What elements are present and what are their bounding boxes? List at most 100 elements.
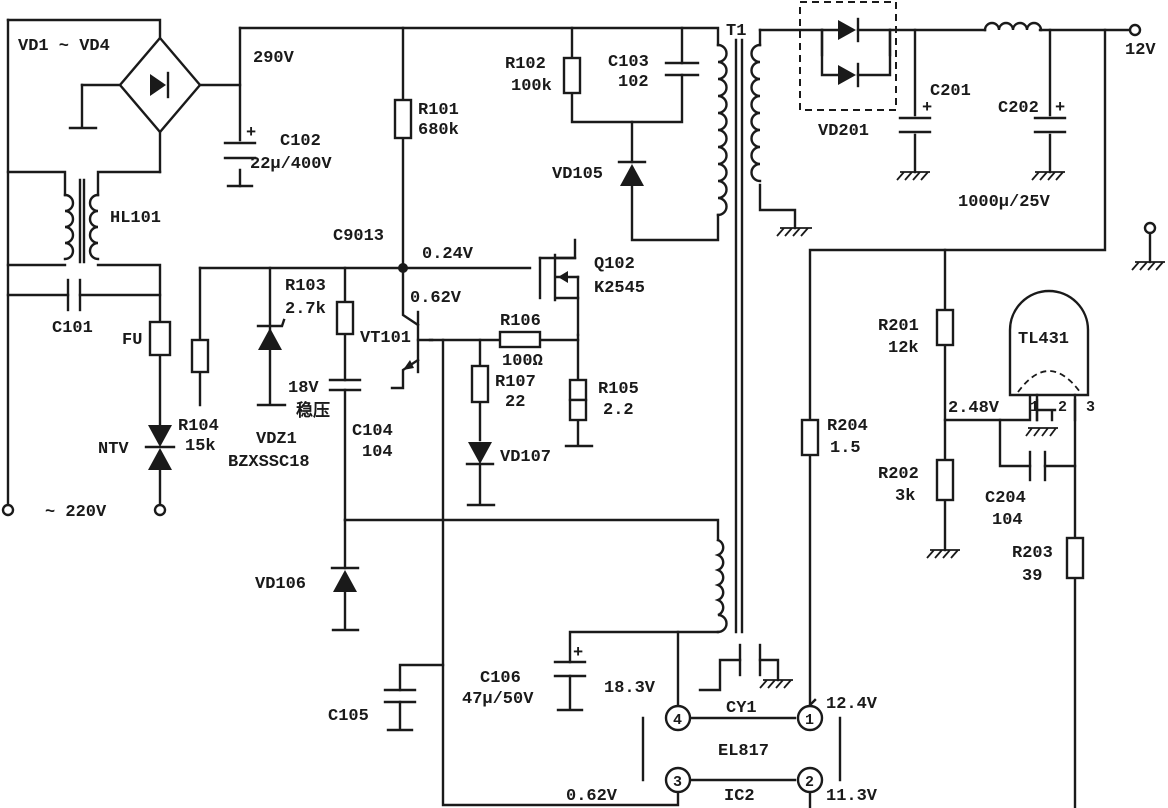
label-t1: T1 (726, 22, 746, 41)
label-pin3: 3 (673, 774, 682, 791)
label-c202: C202 (998, 99, 1039, 118)
diode-vd107 (465, 442, 495, 466)
label-r107: R107 (495, 373, 536, 392)
label-tl-pin1: 1 (1030, 399, 1039, 416)
label-c201-c202-val: 1000μ/25V (958, 193, 1051, 212)
label-ntv: NTV (98, 440, 129, 459)
transformer-aux-winding (714, 538, 728, 634)
ground-symbols (759, 171, 1165, 689)
label-c106: C106 (480, 669, 521, 688)
label-c9013: C9013 (333, 227, 384, 246)
label-vd106: VD106 (255, 575, 306, 594)
q102-arrow (558, 271, 568, 283)
label-tl-pin2: 2 (1058, 399, 1067, 416)
label-c103-val: 102 (618, 73, 649, 92)
label-c204: C204 (985, 489, 1026, 508)
label-q102-part: K2545 (594, 279, 645, 298)
label-c201: C201 (930, 82, 971, 101)
label-r106: R106 (500, 312, 541, 331)
diode-vd105 (617, 160, 647, 186)
label-hl101: HL101 (110, 209, 161, 228)
label-r107-val: 22 (505, 393, 525, 412)
label-r203: R203 (1012, 544, 1053, 563)
label-c104: C104 (352, 422, 393, 441)
label-r103-val: 2.7k (285, 300, 326, 319)
junction-dot (398, 263, 408, 273)
capacitor-c105 (383, 688, 417, 704)
bridge-rectifier (118, 36, 202, 134)
resistor-r104 (190, 338, 210, 374)
label-c103: C103 (608, 53, 649, 72)
capacitor-c204 (1028, 450, 1047, 482)
label-cy1: CY1 (726, 699, 757, 718)
label-ic2: IC2 (724, 787, 755, 806)
label-pin4: 4 (673, 712, 682, 729)
label-vd1-vd4: VD1 ~ VD4 (18, 37, 110, 56)
optocoupler-el817 (664, 704, 824, 794)
capacitor-c202 (1033, 116, 1067, 134)
label-r101-val: 680k (418, 121, 459, 140)
capacitor-c102 (223, 141, 257, 160)
terminals (1, 23, 1157, 517)
output-inductor (983, 21, 1043, 32)
diode-vd106 (330, 566, 360, 592)
resistor-r202 (935, 458, 955, 502)
label-0-62v-pin3: 0.62V (566, 787, 618, 806)
label-r204-val: 1.5 (830, 439, 861, 458)
transformer-secondary-winding (750, 43, 762, 183)
label-r203-val: 39 (1022, 567, 1042, 586)
label-el817: EL817 (718, 742, 769, 761)
label-r103: R103 (285, 277, 326, 296)
label-c201-plus: + (922, 99, 932, 118)
label-output-12v: 12V (1125, 41, 1156, 60)
label-c104-val: 104 (362, 443, 393, 462)
label-0-24v: 0.24V (422, 245, 474, 264)
label-r201-val: 12k (888, 339, 919, 358)
capacitor-c103 (664, 61, 700, 77)
label-2-48v: 2.48V (948, 399, 1000, 418)
capacitor-cy1 (738, 643, 762, 677)
label-12-4v: 12.4V (826, 695, 878, 714)
label-0-62v-base: 0.62V (410, 289, 462, 308)
label-vd201: VD201 (818, 122, 869, 141)
label-220v: ~ 220V (45, 503, 107, 522)
label-pin2: 2 (805, 774, 814, 791)
label-c204-val: 104 (992, 511, 1023, 530)
label-c102-val: 22μ/400V (250, 155, 332, 174)
transformer-core (734, 38, 744, 634)
label-vdz1-part: BZXSSC18 (228, 453, 310, 472)
capacitor-c104 (328, 378, 362, 392)
label-zener-note: 稳压 (296, 400, 330, 422)
label-r204: R204 (827, 417, 868, 436)
common-mode-choke (6, 170, 162, 264)
resistor-r106 (498, 330, 542, 349)
fuse (148, 320, 172, 357)
label-c105: C105 (328, 707, 369, 726)
label-r102: R102 (505, 55, 546, 74)
label-18v: 18V (288, 379, 319, 398)
diode-vd201 (799, 1, 897, 111)
varistor-ntv (144, 425, 176, 470)
capacitor-c106 (553, 660, 587, 678)
label-c101: C101 (52, 319, 93, 338)
label-tl-pin3: 3 (1086, 399, 1095, 416)
resistor-r103 (335, 300, 355, 336)
label-vd105: VD105 (552, 165, 603, 184)
label-vdz1: VDZ1 (256, 430, 297, 449)
label-c102: C102 (280, 132, 321, 151)
label-pin1: 1 (805, 712, 814, 729)
label-q102: Q102 (594, 255, 635, 274)
resistor-r201 (935, 308, 955, 347)
capacitor-c201 (898, 116, 932, 134)
label-11-3v: 11.3V (826, 787, 878, 806)
zener-vdz1 (256, 318, 286, 350)
label-r202: R202 (878, 465, 919, 484)
label-r104-val: 15k (185, 437, 216, 456)
labels: VD1 ~ VD4 290V R101 680k R102 100k C103 … (18, 22, 1156, 806)
label-r106-val: 100Ω (502, 352, 543, 371)
label-r105: R105 (598, 380, 639, 399)
label-290v: 290V (253, 49, 295, 68)
label-r201: R201 (878, 317, 919, 336)
resistor-r105 (568, 378, 588, 422)
